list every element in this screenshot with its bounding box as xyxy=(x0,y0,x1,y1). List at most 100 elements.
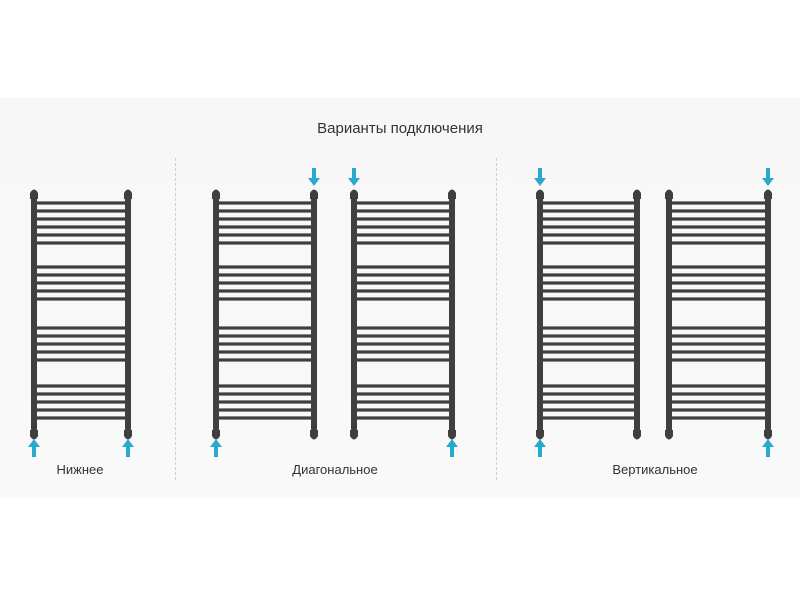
rail-top-cap xyxy=(350,189,358,199)
radiator-rung xyxy=(356,273,450,277)
radiator xyxy=(534,168,641,457)
radiator-rung xyxy=(356,233,450,237)
radiator-rung xyxy=(542,334,635,338)
rail-bottom-cap xyxy=(448,430,456,440)
radiator-rung xyxy=(36,297,126,301)
radiator-rung xyxy=(356,297,450,301)
radiator-rung xyxy=(356,334,450,338)
radiator-rung xyxy=(671,408,766,412)
radiator-rail xyxy=(213,197,219,432)
arrow-head xyxy=(534,178,546,186)
radiator-rung xyxy=(356,217,450,221)
radiator-rung xyxy=(671,358,766,362)
radiator-rung xyxy=(218,209,312,213)
arrow-shaft xyxy=(312,168,316,179)
radiator-rung xyxy=(671,289,766,293)
radiator-rung xyxy=(36,217,126,221)
radiator-rung xyxy=(671,334,766,338)
radiator-rung xyxy=(356,416,450,420)
radiator-rung xyxy=(671,416,766,420)
caption-diagonal-connection: Диагональное xyxy=(292,462,378,477)
radiator-rung xyxy=(542,273,635,277)
radiator-rung xyxy=(542,289,635,293)
rail-bottom-cap xyxy=(633,430,641,440)
radiator-rung xyxy=(671,201,766,205)
radiator-rung xyxy=(356,384,450,388)
radiator-rail xyxy=(449,197,455,432)
rail-bottom-cap xyxy=(212,430,220,440)
radiator-rung xyxy=(36,384,126,388)
arrow-head xyxy=(308,178,320,186)
radiator-rung xyxy=(218,350,312,354)
radiator-rail xyxy=(666,197,672,432)
radiator-rail xyxy=(311,197,317,432)
arrow-shaft xyxy=(766,446,770,457)
radiator-rung xyxy=(356,408,450,412)
radiator-rung xyxy=(542,217,635,221)
rail-bottom-cap xyxy=(764,430,772,440)
radiator-rung xyxy=(218,217,312,221)
arrow-up-icon xyxy=(210,439,222,457)
radiator-rung xyxy=(218,297,312,301)
arrow-shaft xyxy=(32,446,36,457)
arrow-up-icon xyxy=(28,439,40,457)
rail-bottom-cap xyxy=(310,430,318,440)
arrow-shaft xyxy=(352,168,356,179)
arrow-down-icon xyxy=(308,168,320,186)
radiator-rung xyxy=(218,416,312,420)
radiator-rail xyxy=(31,197,37,432)
radiator-rung xyxy=(218,289,312,293)
radiator-rung xyxy=(356,358,450,362)
radiator-rung xyxy=(36,342,126,346)
radiator-rung xyxy=(36,281,126,285)
radiator-rung xyxy=(218,233,312,237)
arrow-head xyxy=(28,439,40,447)
rail-bottom-cap xyxy=(350,430,358,440)
radiator-rung xyxy=(671,384,766,388)
rail-top-cap xyxy=(448,189,456,199)
radiator-rung xyxy=(542,384,635,388)
radiator-rail xyxy=(351,197,357,432)
radiator-rung xyxy=(356,201,450,205)
radiator-rung xyxy=(671,281,766,285)
radiator-rung xyxy=(356,350,450,354)
radiator-rung xyxy=(542,350,635,354)
arrow-up-icon xyxy=(534,439,546,457)
rail-bottom-cap xyxy=(536,430,544,440)
radiator xyxy=(28,189,134,457)
radiator-rung xyxy=(36,233,126,237)
radiator-rung xyxy=(671,209,766,213)
radiator-rung xyxy=(542,209,635,213)
radiator-rung xyxy=(671,241,766,245)
radiator-rung xyxy=(356,265,450,269)
arrow-shaft xyxy=(126,446,130,457)
arrow-shaft xyxy=(538,446,542,457)
radiator-rung xyxy=(356,225,450,229)
arrow-head xyxy=(534,439,546,447)
radiator-rung xyxy=(36,400,126,404)
radiator-rung xyxy=(36,241,126,245)
radiator-rung xyxy=(671,392,766,396)
arrow-down-icon xyxy=(762,168,774,186)
radiator-rung xyxy=(671,326,766,330)
radiator-rung xyxy=(36,265,126,269)
radiator xyxy=(210,168,320,457)
radiator-rung xyxy=(542,358,635,362)
rail-bottom-cap xyxy=(30,430,38,440)
radiator xyxy=(348,168,458,457)
arrow-up-icon xyxy=(122,439,134,457)
radiator-rung xyxy=(542,297,635,301)
radiator-rung xyxy=(356,241,450,245)
radiator-rung xyxy=(36,273,126,277)
radiator-rung xyxy=(542,408,635,412)
rail-top-cap xyxy=(124,189,132,199)
rail-top-cap xyxy=(665,189,673,199)
arrow-head xyxy=(210,439,222,447)
radiator-rung xyxy=(671,297,766,301)
rail-bottom-cap xyxy=(665,430,673,440)
radiator-rung xyxy=(218,342,312,346)
arrow-shaft xyxy=(214,446,218,457)
radiator-rung xyxy=(218,281,312,285)
rail-top-cap xyxy=(30,189,38,199)
